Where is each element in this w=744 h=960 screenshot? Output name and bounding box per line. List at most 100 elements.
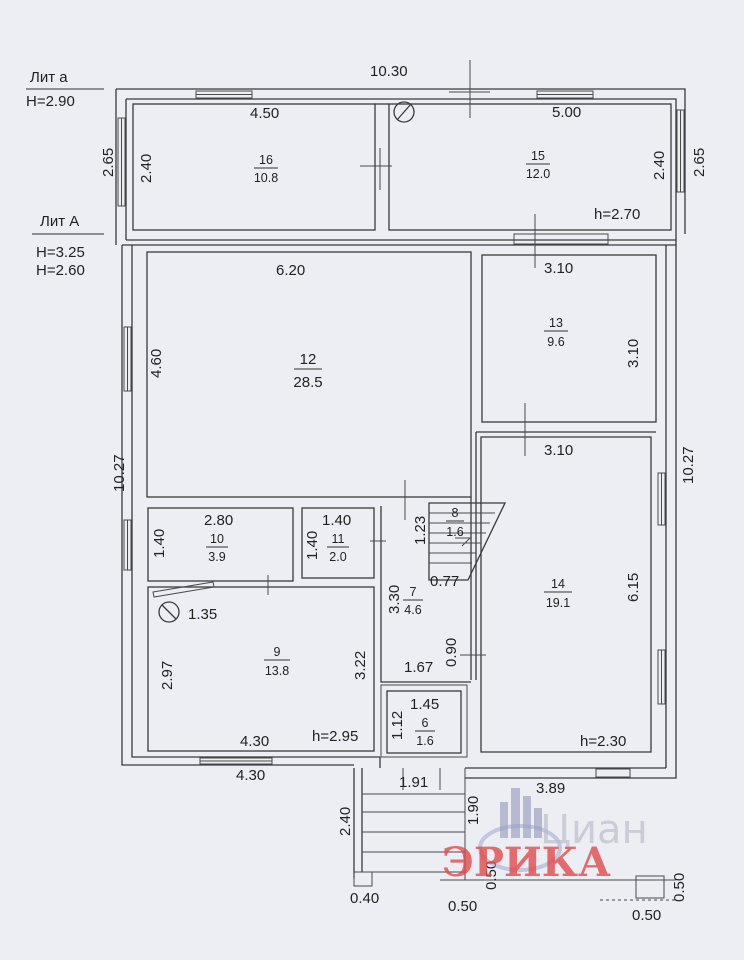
dim-porch-040: 0.40 (350, 890, 379, 907)
dim-r16-width: 4.50 (250, 105, 279, 122)
dim-r11-width: 1.40 (322, 512, 351, 529)
dim-porch-050-d: 0.50 (671, 873, 688, 902)
room-12-label: 12 28.5 (293, 351, 322, 391)
walls (115, 88, 686, 779)
svg-text:9: 9 (274, 645, 281, 659)
dim-r9-ceiling: h=2.95 (312, 728, 358, 745)
windows (117, 90, 685, 778)
dim-porch-050-a: 0.50 (448, 898, 477, 915)
svg-text:2.0: 2.0 (329, 550, 346, 564)
watermark-logo: Циан ЭРИКА (442, 788, 648, 886)
dim-r16-height-in: 2.40 (138, 154, 155, 183)
room-16-label: 16 10.8 (254, 153, 278, 185)
room-6-outline (386, 690, 462, 754)
dim-r7-door: 0.90 (443, 638, 460, 667)
dim-r15-width: 5.00 (552, 104, 581, 121)
room-10-label: 103.9 (206, 532, 228, 564)
dim-r15-height-in: 2.40 (651, 151, 668, 180)
buildings-icon (500, 788, 542, 838)
dim-r8-height: 1.23 (412, 516, 429, 545)
dim-r10-height: 1.40 (151, 529, 168, 558)
dim-r10-width: 2.80 (204, 512, 233, 529)
dim-left-total: 10.27 (111, 454, 128, 492)
room-10-outline (147, 507, 294, 582)
svg-text:12.0: 12.0 (526, 167, 550, 181)
room-9-outline (147, 586, 375, 752)
dim-r13-height: 3.10 (625, 339, 642, 368)
room-7-label: 74.6 (403, 585, 423, 617)
svg-text:1.6: 1.6 (416, 734, 433, 748)
lit-a-height: H=2.90 (26, 93, 75, 110)
dim-r9-width-in: 4.30 (240, 733, 269, 750)
lit-A-height-1: H=3.25 (36, 244, 85, 261)
svg-text:19.1: 19.1 (546, 596, 570, 610)
dim-r9-height-left: 2.97 (159, 661, 176, 690)
dim-r6-height: 1.12 (389, 711, 406, 740)
svg-text:3.9: 3.9 (208, 550, 225, 564)
lit-A-height-2: H=2.60 (36, 262, 85, 279)
dim-top-total: 10.30 (370, 63, 408, 80)
dim-r7-height: 3.30 (386, 585, 403, 614)
svg-text:8: 8 (452, 506, 459, 520)
svg-text:9.6: 9.6 (547, 335, 564, 349)
dim-r14-bottom: 3.89 (536, 780, 565, 797)
watermark-brand-text: ЭРИКА (442, 839, 611, 886)
vent-duct (152, 581, 215, 598)
room-6-label: 61.6 (415, 716, 435, 748)
dim-r11-height: 1.40 (304, 531, 321, 560)
svg-text:13.8: 13.8 (265, 664, 289, 678)
room-14-outline (480, 436, 652, 753)
room-11-label: 112.0 (327, 532, 349, 564)
dim-r6-bottom: 1.91 (399, 774, 428, 791)
dimension-labels: 10.30 4.50 2.65 2.40 5.00 2.40 2.65 h=2.… (100, 63, 708, 924)
dim-porch-height: 2.40 (337, 807, 354, 836)
room-9-label: 913.8 (264, 645, 290, 678)
svg-text:1.6: 1.6 (446, 525, 463, 539)
room-11-outline (301, 507, 375, 579)
room-13-label: 139.6 (544, 316, 568, 349)
room-15-label: 15 12.0 (526, 149, 550, 181)
dim-r14-height: 6.15 (625, 573, 642, 602)
dim-r9-width-out: 4.30 (236, 767, 265, 784)
dim-porch-050-b: 0.50 (483, 861, 500, 890)
porch-stairs (353, 768, 676, 901)
dim-r14-ceiling: h=2.30 (580, 733, 626, 750)
dim-r15-ceiling: h=2.70 (594, 206, 640, 223)
dim-r16-height-out: 2.65 (100, 148, 117, 177)
dim-r12-width: 6.20 (276, 262, 305, 279)
dim-r9-height-right: 3.22 (352, 651, 369, 680)
room-12-outline (146, 251, 472, 498)
dim-r15-height-out: 2.65 (691, 148, 708, 177)
svg-text:28.5: 28.5 (293, 374, 322, 391)
room-7-outline (380, 506, 471, 683)
dim-r13-width: 3.10 (544, 260, 573, 277)
chimney-icon (158, 601, 180, 623)
room-16-outline (132, 103, 376, 231)
room-13-outline (481, 254, 657, 423)
room-14-label: 14 19.1 (544, 577, 572, 610)
dim-porch-050-c: 0.50 (632, 907, 661, 924)
svg-text:16: 16 (259, 153, 273, 167)
dim-r14-width: 3.10 (544, 442, 573, 459)
svg-text:4.6: 4.6 (404, 603, 421, 617)
lit-a-name: Лит а (30, 69, 68, 86)
svg-text:6: 6 (422, 716, 429, 730)
room-15-outline (388, 103, 672, 231)
svg-text:12: 12 (300, 351, 317, 368)
dim-r8-width: 0.77 (430, 573, 459, 590)
svg-text:7: 7 (410, 585, 417, 599)
svg-text:13: 13 (549, 316, 563, 330)
svg-text:10.8: 10.8 (254, 171, 278, 185)
svg-text:11: 11 (332, 532, 345, 546)
svg-text:14: 14 (551, 577, 565, 591)
dim-right-total: 10.27 (680, 446, 697, 484)
dim-r9-top: 1.35 (188, 606, 217, 623)
svg-text:15: 15 (531, 149, 545, 163)
dim-r12-height: 4.60 (148, 349, 165, 378)
globe-icon (478, 824, 562, 872)
doors (267, 60, 536, 790)
dim-porch-step: 1.90 (465, 796, 482, 825)
room-8-label: 81.6 (446, 506, 464, 539)
